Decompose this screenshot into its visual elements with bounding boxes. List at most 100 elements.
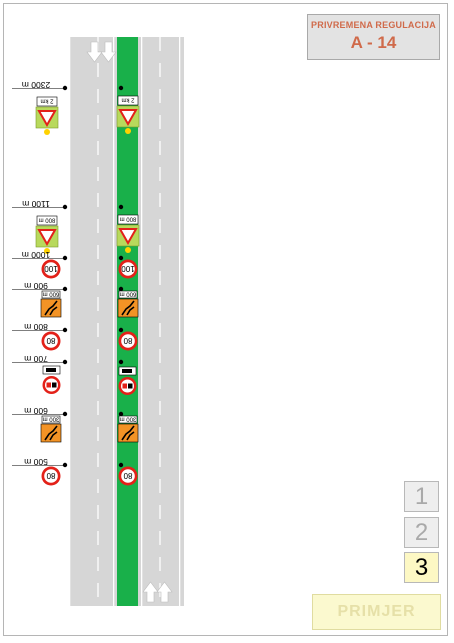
sign-post-dot — [118, 204, 124, 210]
speed-face — [121, 469, 135, 483]
example-watermark: PRIMJER — [312, 594, 441, 630]
plate-label: 600 m — [120, 290, 137, 296]
speed-face — [121, 334, 135, 348]
sign-post-dot — [62, 462, 68, 468]
distance-label: 500 m — [24, 457, 48, 467]
no-overtaking-face — [121, 379, 134, 393]
merge-arrow-icon — [44, 425, 58, 441]
distance-plate — [118, 415, 138, 424]
right-edge-line — [179, 37, 181, 606]
distance-plate — [117, 214, 139, 225]
page-1-button[interactable]: 1 — [404, 481, 439, 512]
distance-label: 700 m — [24, 354, 48, 364]
speed-limit-value: 100 — [44, 264, 58, 273]
left-sign-3: 1000 m 100 — [12, 250, 68, 279]
speed-limit-value: 80 — [123, 336, 132, 345]
distance-plate — [118, 290, 138, 299]
sign-post-dot — [118, 462, 124, 468]
no-overtaking-face — [45, 378, 58, 392]
sign-post-dot — [62, 286, 68, 292]
sign-post-dot — [118, 85, 124, 91]
inner-edge-line-left — [113, 37, 115, 606]
left-sign-5: 800 m 80 — [12, 322, 68, 351]
median-sign-2: 800 m — [116, 204, 140, 253]
left-sign-6: 700 m — [12, 354, 68, 394]
regulation-subtitle: PRIVREMENA REGULACIJA — [311, 20, 436, 30]
distance-label: 600 m — [24, 406, 48, 416]
merge-arrow-icon — [121, 425, 135, 441]
inner-edge-line-right — [141, 37, 143, 606]
sign-post-dot — [118, 255, 124, 261]
sign-post-dot — [62, 85, 68, 91]
median-sign-4: 600 m — [117, 286, 139, 318]
left-sign-1: 2300 m 2 km — [12, 80, 68, 135]
sign-post-dot — [62, 204, 68, 210]
car-red-icon — [122, 383, 127, 389]
plate-label: 300 m — [43, 415, 60, 421]
sign-post-dot — [62, 327, 68, 333]
drawing-frame — [3, 3, 448, 636]
speed-limit-value: 80 — [123, 471, 132, 480]
merge-arrow-icon — [121, 300, 135, 316]
merge-arrow-icon — [126, 306, 135, 316]
sign-post-dot — [62, 255, 68, 261]
plate-label: 800 m — [39, 216, 56, 222]
distance-label: 900 m — [24, 281, 48, 291]
warning-light-icon — [125, 128, 131, 134]
median-signs: 2 km 800 m 100 600 m 80 300 m 80 — [116, 85, 140, 486]
merge-arrow-icon — [49, 431, 58, 441]
sign-post-dot — [118, 286, 124, 292]
title-block: PRIVREMENA REGULACIJA A - 14 — [307, 14, 440, 60]
yield-triangle-icon — [118, 109, 138, 127]
distance-plate — [36, 96, 58, 107]
speed-face — [44, 334, 58, 348]
plate-label: 600 m — [43, 290, 60, 296]
speed-face — [44, 469, 58, 483]
sign-post-dot — [62, 411, 68, 417]
left-edge-line — [69, 37, 71, 606]
plate-label: 2 km — [40, 97, 53, 103]
distance-plate — [36, 215, 58, 226]
truck-icon — [122, 369, 132, 373]
warning-light-icon — [44, 248, 50, 254]
distance-label: 800 m — [24, 322, 48, 332]
page-3-button[interactable]: 3 — [404, 552, 439, 583]
distance-plate — [41, 290, 61, 299]
distance-label: 1100 m — [22, 199, 50, 209]
plate-label: 300 m — [120, 415, 137, 421]
sign-post-dot — [118, 411, 124, 417]
merge-arrow-icon — [126, 431, 135, 441]
page-2-button[interactable]: 2 — [404, 517, 439, 548]
speed-limit-value: 80 — [46, 336, 55, 345]
down-arrow-icon — [86, 41, 103, 63]
yield-triangle-icon — [37, 229, 57, 247]
warning-light-icon — [44, 129, 50, 135]
distance-label: 2300 m — [22, 80, 50, 90]
warning-light-icon — [125, 247, 131, 253]
regulation-code: A - 14 — [350, 33, 397, 52]
sign-post-dot — [62, 359, 68, 365]
plate-label: 2 km — [121, 96, 134, 102]
median-sign-7: 300 m — [117, 411, 139, 443]
sign-post-dot — [118, 359, 124, 365]
median-sign-5: 80 — [118, 327, 138, 351]
yield-triangle-icon — [118, 228, 138, 246]
truck-icon — [46, 368, 56, 372]
car-black-icon — [52, 382, 57, 388]
car-red-icon — [46, 382, 51, 388]
distance-label: 1000 m — [22, 250, 50, 260]
merge-arrow-icon — [49, 306, 58, 316]
car-black-icon — [128, 383, 133, 389]
left-sign-8: 500 m80 — [12, 457, 68, 486]
speed-limit-value: 100 — [121, 264, 135, 273]
sign-post-dot — [118, 327, 124, 333]
speed-face — [44, 262, 58, 276]
plate-label: 800 m — [120, 215, 137, 221]
speed-face — [121, 262, 135, 276]
up-arrow-icon — [156, 581, 173, 603]
yield-triangle-icon — [37, 110, 57, 128]
